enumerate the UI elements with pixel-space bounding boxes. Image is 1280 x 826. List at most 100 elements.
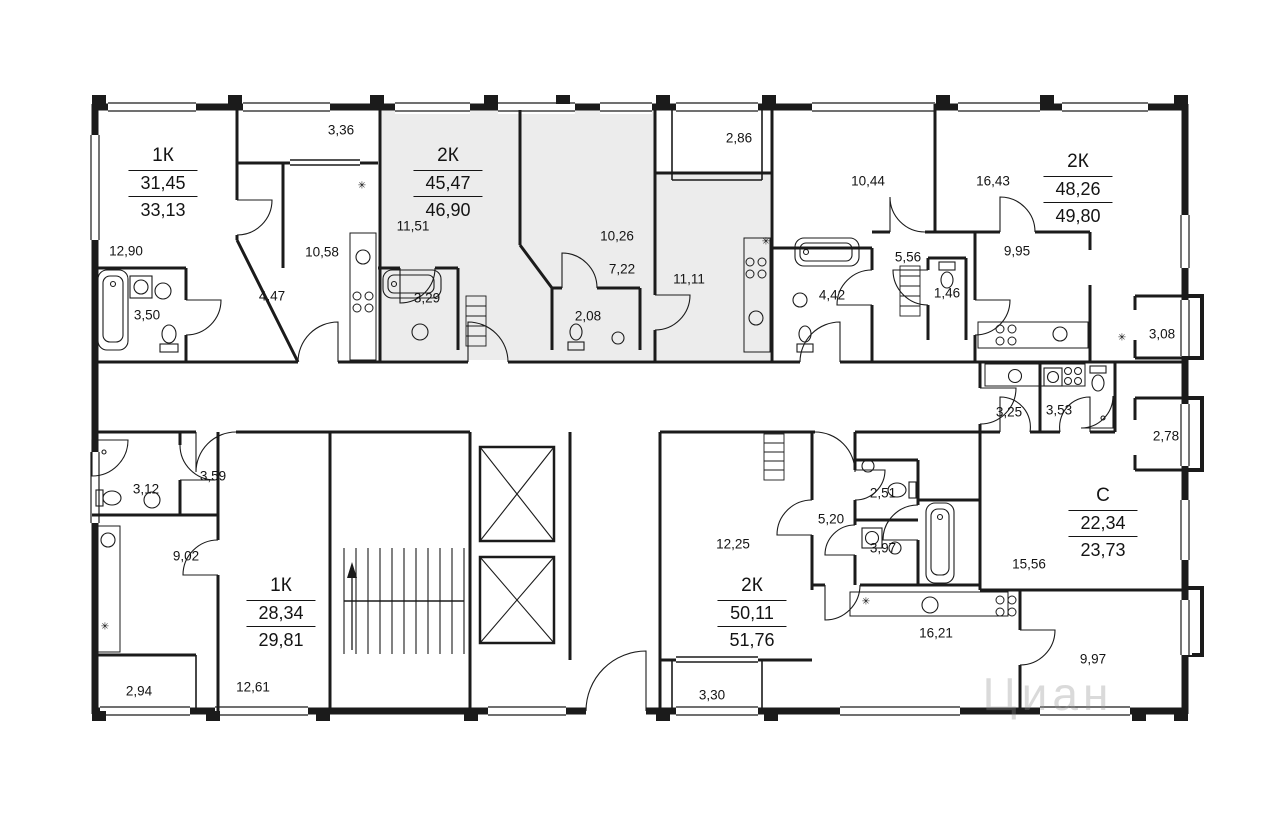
apartment-area-main: 22,34 <box>1068 511 1138 538</box>
apartment-area-total: 33,13 <box>140 200 186 221</box>
room-area-label: 9,95 <box>1003 243 1031 259</box>
sink-icon <box>888 541 902 555</box>
sink-icon <box>100 532 116 548</box>
room-area-label: 5,20 <box>817 511 845 527</box>
room-area-label: 3,08 <box>1148 326 1176 342</box>
shower-icon <box>91 439 129 477</box>
elevator-shaft <box>478 445 556 543</box>
bathtub-icon <box>97 269 129 351</box>
room-area-label: 16,21 <box>919 625 953 641</box>
room-area-label: 10,44 <box>851 173 885 189</box>
vent-asterisk-mark: ✳ <box>861 596 871 608</box>
toilet-icon <box>938 261 956 289</box>
room-area-label: 3,25 <box>995 404 1023 420</box>
shower-icon <box>1080 395 1114 429</box>
room-area-label: 1,46 <box>933 285 961 301</box>
room-area-label: 9,02 <box>172 548 200 564</box>
stove-icon <box>352 291 374 313</box>
room-area-label: 2,51 <box>869 485 897 501</box>
apartment-area-total: 46,90 <box>425 200 471 221</box>
apartment-area-total: 49,80 <box>1055 206 1101 227</box>
room-area-label: 11,51 <box>396 218 430 234</box>
balcony-bays <box>1185 294 1204 657</box>
apartment-type: С <box>1068 484 1138 511</box>
sink-icon <box>748 310 764 326</box>
stove-icon <box>745 257 767 279</box>
room-area-label: 15,56 <box>1012 556 1046 572</box>
washing-machine-icon <box>129 275 153 299</box>
kitchen-counter <box>984 363 1086 387</box>
apartment-label: 1К 28,34 29,81 <box>246 574 316 652</box>
apartment-type: 1К <box>128 144 198 171</box>
apartment-area-total: 51,76 <box>729 630 775 651</box>
room-area-label: 9,97 <box>1079 651 1107 667</box>
radiator-icon <box>763 433 785 481</box>
room-area-label: 11,11 <box>673 271 705 287</box>
radiator-icon <box>465 295 487 347</box>
apartment-type: 2К <box>1043 150 1113 177</box>
apartment-label: 2К 48,26 49,80 <box>1043 150 1113 228</box>
apartment-label: 2К 45,47 46,90 <box>413 144 483 222</box>
stove-icon <box>1064 367 1082 385</box>
toilet-icon <box>887 481 917 499</box>
room-area-label: 3,29 <box>413 290 441 306</box>
elevator-shaft <box>478 555 556 645</box>
sink-icon <box>861 459 875 473</box>
washing-machine-icon <box>1043 367 1063 387</box>
room-area-label: 3,12 <box>132 481 160 497</box>
stove-icon <box>995 324 1017 346</box>
apartment-area-main: 50,11 <box>717 601 787 628</box>
room-area-label: 4,42 <box>818 287 846 303</box>
staircase <box>343 548 465 654</box>
room-area-label: 2,94 <box>125 683 153 699</box>
kitchen-counter <box>349 232 377 361</box>
room-area-label: 10,58 <box>305 244 339 260</box>
toilet-icon <box>567 323 585 351</box>
kitchen-counter <box>977 321 1089 349</box>
sink-icon <box>143 491 161 509</box>
vent-asterisk-mark: ✳ <box>100 621 110 633</box>
vent-asterisk-mark: ✳ <box>357 180 367 192</box>
apartment-area-main: 28,34 <box>246 601 316 628</box>
room-area-label: 3,50 <box>133 307 161 323</box>
balcony-glazing <box>195 104 763 711</box>
apartment-type: 1К <box>246 574 316 601</box>
apartment-type: 2К <box>717 574 787 601</box>
bathtub-icon <box>382 269 442 299</box>
apartment-area-main: 45,47 <box>413 171 483 198</box>
sink-icon <box>154 282 172 300</box>
apartment-area-main: 48,26 <box>1043 177 1113 204</box>
sink-icon <box>1052 326 1068 342</box>
watermark: Циан <box>982 668 1114 720</box>
room-area-label: 2,78 <box>1152 428 1180 444</box>
kitchen-counter <box>849 591 1009 617</box>
radiator-icon <box>899 265 921 317</box>
bathtub-icon <box>925 502 955 584</box>
stair-direction-arrow <box>347 562 357 650</box>
room-area-label: 3,53 <box>1045 402 1073 418</box>
interior-walls <box>92 104 1188 714</box>
room-area-label: 12,61 <box>236 679 270 695</box>
apartment-area-total: 23,73 <box>1080 540 1126 561</box>
room-area-label: 16,43 <box>976 173 1010 189</box>
apartment-label: С 22,34 23,73 <box>1068 484 1138 562</box>
vent-asterisk-mark: ✳ <box>761 236 771 248</box>
toilet-icon <box>95 489 122 507</box>
sink-icon <box>411 323 429 341</box>
room-area-label: 2,08 <box>574 308 602 324</box>
washing-machine-icon <box>861 527 883 549</box>
toilet-icon <box>1089 365 1107 392</box>
room-area-label: 7,22 <box>608 261 636 277</box>
room-area-label: 10,26 <box>600 228 634 244</box>
apartment-area-total: 29,81 <box>258 630 304 651</box>
sink-icon <box>921 596 939 614</box>
door-arcs <box>179 196 1091 712</box>
room-area-label: 4,47 <box>258 288 286 304</box>
room-area-label: 2,86 <box>725 130 753 146</box>
sink-icon <box>355 249 371 265</box>
facade-pilasters <box>92 95 1188 721</box>
room-area-label: 3,59 <box>199 468 227 484</box>
toilet-icon <box>796 325 814 353</box>
room-area-label: 3,36 <box>327 122 355 138</box>
